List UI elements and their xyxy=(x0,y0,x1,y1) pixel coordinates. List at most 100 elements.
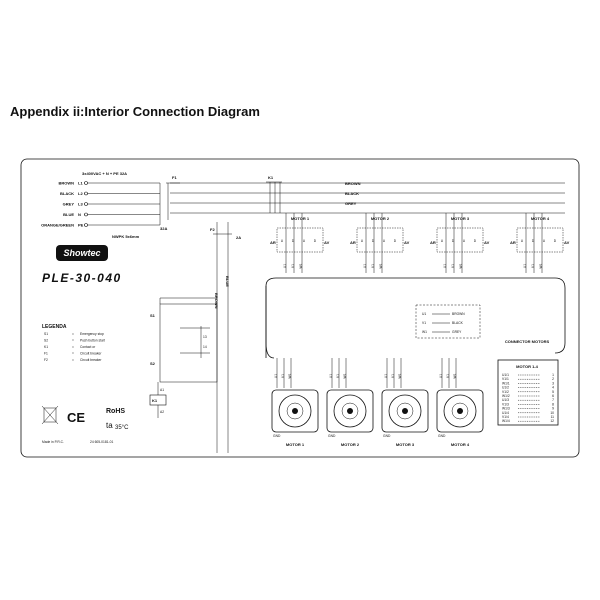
f2-breaker xyxy=(213,222,232,453)
connector-row-term: V1/4 xyxy=(502,415,509,419)
bus-label-grey: GREY xyxy=(345,201,357,206)
k1-contact-14: 14 xyxy=(203,345,207,349)
motor-block-title: MOTOR 4 xyxy=(531,216,550,221)
motor-forward-label: AV xyxy=(404,240,410,245)
legend-symbol: K1 xyxy=(44,345,48,349)
input-terminal xyxy=(84,181,88,185)
motor-reverse-label: AR xyxy=(510,240,516,245)
wire-key-color: GREY xyxy=(452,330,462,334)
connector-terminal-label: U1 xyxy=(384,374,388,378)
f2-label: F2 xyxy=(210,227,215,232)
connector-row-term: U1/4 xyxy=(502,411,509,415)
motor-terminal-label: U1 xyxy=(283,264,287,268)
motor-terminal-label: V1 xyxy=(451,264,455,268)
showtec-logo: Showtec xyxy=(56,245,108,261)
connector-row-pin: 5 xyxy=(552,390,554,394)
riser-label-blue: BLUE xyxy=(225,276,230,287)
k1-coil-label: K1 xyxy=(152,398,158,403)
control-circuit xyxy=(149,297,218,418)
input-terminal xyxy=(84,212,88,217)
f1-breaker xyxy=(166,182,180,220)
motor-reverse-label: AR xyxy=(270,240,276,245)
a2-label: A2 xyxy=(160,410,164,414)
input-terminal-label: N xyxy=(78,212,81,217)
legend-symbol: F2 xyxy=(44,358,48,362)
connector-row-pin: 1 xyxy=(552,373,554,377)
connector-row-term: U1/1 xyxy=(502,373,509,377)
motor-switch-label: D xyxy=(474,239,477,243)
k1-label: K1 xyxy=(268,175,274,180)
motor-terminal-label: U1 xyxy=(523,264,527,268)
connector-row-term: U1/3 xyxy=(502,398,509,402)
part-number: 24 605-0181-01 xyxy=(90,440,113,444)
motor-terminal-label: W1 xyxy=(539,263,543,268)
riser-label-brown: BROWN xyxy=(214,293,219,309)
connector-terminal-label: V1 xyxy=(336,374,340,378)
connector-title: MOTOR 2 xyxy=(341,442,360,447)
motor-switch-label: U xyxy=(463,239,466,243)
main-bus xyxy=(170,182,565,214)
connector-row-pin: 6 xyxy=(552,394,554,398)
legend-equals: = xyxy=(72,339,74,343)
connector-terminal-label: W1 xyxy=(398,373,402,378)
f1-label: F1 xyxy=(172,175,177,180)
legend-symbol: S1 xyxy=(44,332,48,336)
connector-row-pin: 10 xyxy=(550,411,554,415)
connector-motors-subtitle: MOTOR 1-4 xyxy=(516,364,538,369)
connector-row-term: W1/1 xyxy=(502,381,510,385)
connector-row-term: W1/3 xyxy=(502,407,510,411)
input-wire-label: GREY xyxy=(63,202,75,207)
legend-symbol: F1 xyxy=(44,352,48,356)
connector-terminal-label: W1 xyxy=(343,373,347,378)
motor-terminal-label: W1 xyxy=(379,263,383,268)
motor-terminal-label: V1 xyxy=(371,264,375,268)
connector-motors-box xyxy=(497,359,559,426)
motor-terminal-label: W1 xyxy=(459,263,463,268)
svg-text:Showtec: Showtec xyxy=(63,248,100,258)
legend-title: LEGENDA xyxy=(42,324,67,330)
motor-switch-label: U xyxy=(441,239,444,243)
input-terminal xyxy=(84,191,88,196)
weee-bin-icon xyxy=(41,405,59,425)
connector-row-term: V1/2 xyxy=(502,390,509,394)
connector-terminal-label: W1 xyxy=(453,373,457,378)
input-wire-label: BLUE xyxy=(63,212,74,217)
bus-label-brown: BROWN xyxy=(345,181,361,186)
motor-switch-label: U xyxy=(543,239,546,243)
model-name: PLE-30-040 xyxy=(42,271,122,285)
input-wire-label: BROWN xyxy=(58,181,74,186)
rohs-mark: RoHS xyxy=(106,408,125,415)
input-terminal-label: L1 xyxy=(78,181,83,186)
motor-switch-label: U xyxy=(361,239,364,243)
motor-switch-label: D xyxy=(532,239,535,243)
wire-key-color: BLACK xyxy=(452,321,464,325)
motor-switch-label: U xyxy=(281,239,284,243)
motor-switch-label: U xyxy=(303,239,306,243)
connector-row-pin: 4 xyxy=(552,386,554,390)
input-wire-label: BLACK xyxy=(60,191,74,196)
input-terminal xyxy=(84,223,88,227)
motor-reverse-label: AR xyxy=(350,240,356,245)
s2-label: S2 xyxy=(150,361,156,366)
wire-key-box xyxy=(415,304,481,339)
connector-row-term: U1/2 xyxy=(502,386,509,390)
k1-contactor xyxy=(266,181,282,213)
f2-rating: 2A xyxy=(236,235,241,240)
connector-terminal-label: U1 xyxy=(329,374,333,378)
legend-symbol: S2 xyxy=(44,339,48,343)
cable-label: NWPK 5x6mm xyxy=(112,234,140,239)
motor-switch-label: U xyxy=(383,239,386,243)
motor-switch-label: U xyxy=(521,239,524,243)
